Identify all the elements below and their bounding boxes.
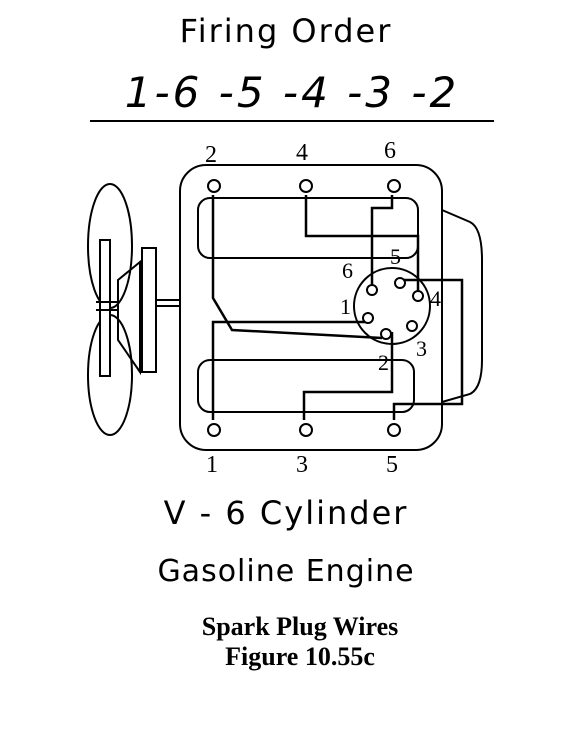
distributor-label-4: 4 xyxy=(430,286,441,311)
plug-terminal-6 xyxy=(387,179,401,193)
dist-terminal-6 xyxy=(366,284,378,296)
cylinder-label-4: 4 xyxy=(296,140,308,166)
cylinder-label-1: 1 xyxy=(206,452,218,478)
diagram-title: Firing Order xyxy=(179,12,393,50)
cylinder-label-2: 2 xyxy=(205,142,217,168)
plug-terminal-5 xyxy=(387,423,401,437)
spark-plug-wires xyxy=(211,195,464,420)
distributor-label-2: 2 xyxy=(378,350,389,375)
fuel-type-label: Gasoline Engine xyxy=(157,554,415,589)
engine-block xyxy=(179,164,443,451)
engine-type-label: V - 6 Cylinder xyxy=(163,494,409,532)
distributor-label-1: 1 xyxy=(340,294,351,319)
engine-wiring-diagram: 2 4 6 1 3 5 6 5 4 1 2 3 xyxy=(87,138,483,478)
plug-terminal-2 xyxy=(207,179,221,193)
dist-terminal-2 xyxy=(380,328,392,340)
plug-terminal-4 xyxy=(299,179,313,193)
caption-figure-number: Figure 10.55c xyxy=(225,642,375,671)
figure-caption: Spark Plug Wires Figure 10.55c xyxy=(150,612,450,672)
cylinder-label-5: 5 xyxy=(386,452,398,478)
dist-terminal-4 xyxy=(412,290,424,302)
bellhousing xyxy=(441,209,483,403)
plug-terminal-1 xyxy=(207,423,221,437)
fan-hub xyxy=(99,239,111,377)
crank-pulley xyxy=(141,247,157,373)
caption-title: Spark Plug Wires xyxy=(201,612,399,641)
dist-terminal-3 xyxy=(406,320,418,332)
dist-terminal-1 xyxy=(362,312,374,324)
distributor-label-3: 3 xyxy=(416,336,427,361)
distributor-label-6: 6 xyxy=(342,258,353,283)
plug-terminal-3 xyxy=(299,423,313,437)
distributor-label-5: 5 xyxy=(390,244,401,269)
cylinder-label-6: 6 xyxy=(384,138,396,164)
dist-terminal-5 xyxy=(394,277,406,289)
fan-pulley xyxy=(117,259,141,376)
firing-order-underline xyxy=(90,120,494,122)
firing-order-sequence: 1-6 -5 -4 -3 -2 xyxy=(124,68,460,117)
cylinder-label-3: 3 xyxy=(296,452,308,478)
